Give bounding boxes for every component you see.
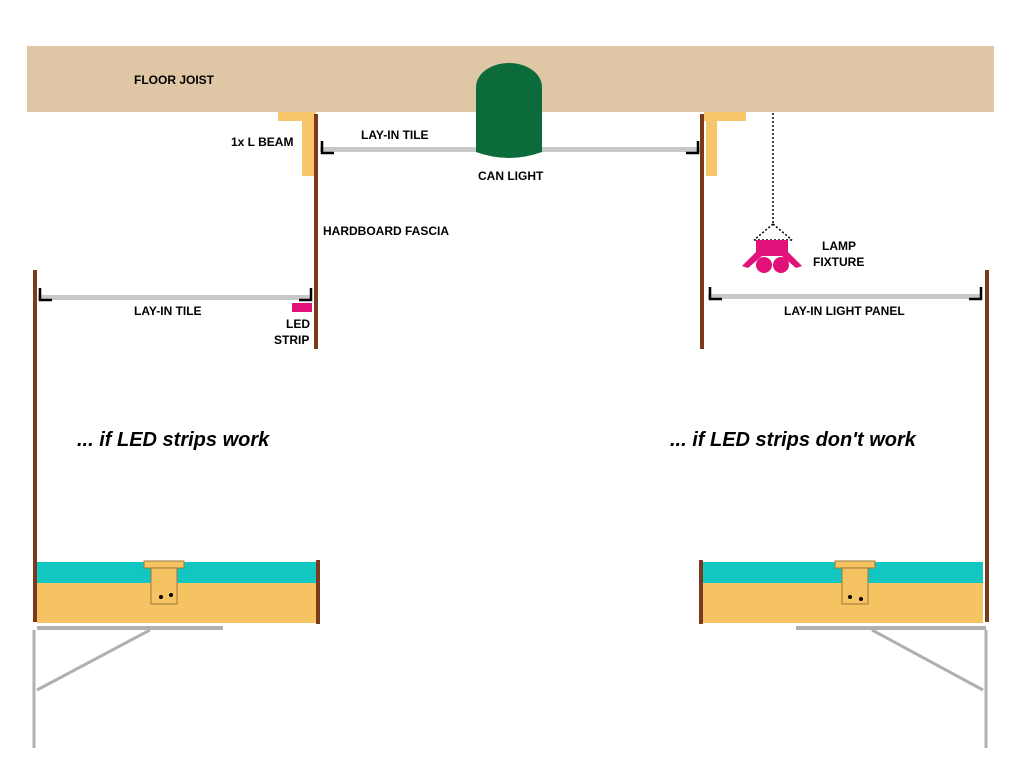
panel-clip-left — [708, 287, 722, 301]
lay-in-light-panel-label: LAY-IN LIGHT PANEL — [784, 304, 905, 318]
led-strip-label-line2: STRIP — [274, 333, 309, 347]
lay-in-tile-left — [38, 295, 312, 300]
tile-clip-left-inner — [299, 288, 313, 302]
tile-clip-left — [38, 288, 52, 302]
caption-right: ... if LED strips don't work — [670, 429, 917, 451]
led-strip — [292, 303, 312, 312]
caption-left: ... if LED strips work — [77, 429, 270, 451]
lamp-label-line1: LAMP — [822, 239, 856, 253]
l-beam-left — [278, 112, 316, 176]
lamp-chain-split — [753, 223, 793, 241]
can-light — [476, 63, 542, 158]
tile-clip-top-left — [320, 141, 334, 155]
fascia-upper-right — [700, 114, 704, 349]
fascia-upper-left — [314, 114, 318, 349]
lay-in-tile-left-label: LAY-IN TILE — [134, 304, 202, 318]
hardboard-fascia-label: HARDBOARD FASCIA — [323, 224, 449, 238]
wall-right — [985, 270, 989, 622]
lamp-label-line2: FIXTURE — [813, 255, 864, 269]
lay-in-light-panel — [708, 294, 982, 299]
lamp-fixture-icon — [742, 240, 802, 273]
floor-joist-label: FLOOR JOIST — [134, 73, 215, 87]
wall-left — [33, 270, 37, 622]
l-beam-right — [704, 112, 746, 176]
l-beam-label: 1x L BEAM — [231, 135, 293, 149]
counter-right — [699, 560, 988, 748]
lay-in-tile-top-label: LAY-IN TILE — [361, 128, 429, 142]
tile-clip-top-right — [686, 141, 700, 155]
led-strip-label-line1: LED — [286, 317, 310, 331]
panel-clip-right — [969, 287, 983, 301]
can-light-label: CAN LIGHT — [478, 169, 544, 183]
counter-left — [32, 560, 320, 748]
